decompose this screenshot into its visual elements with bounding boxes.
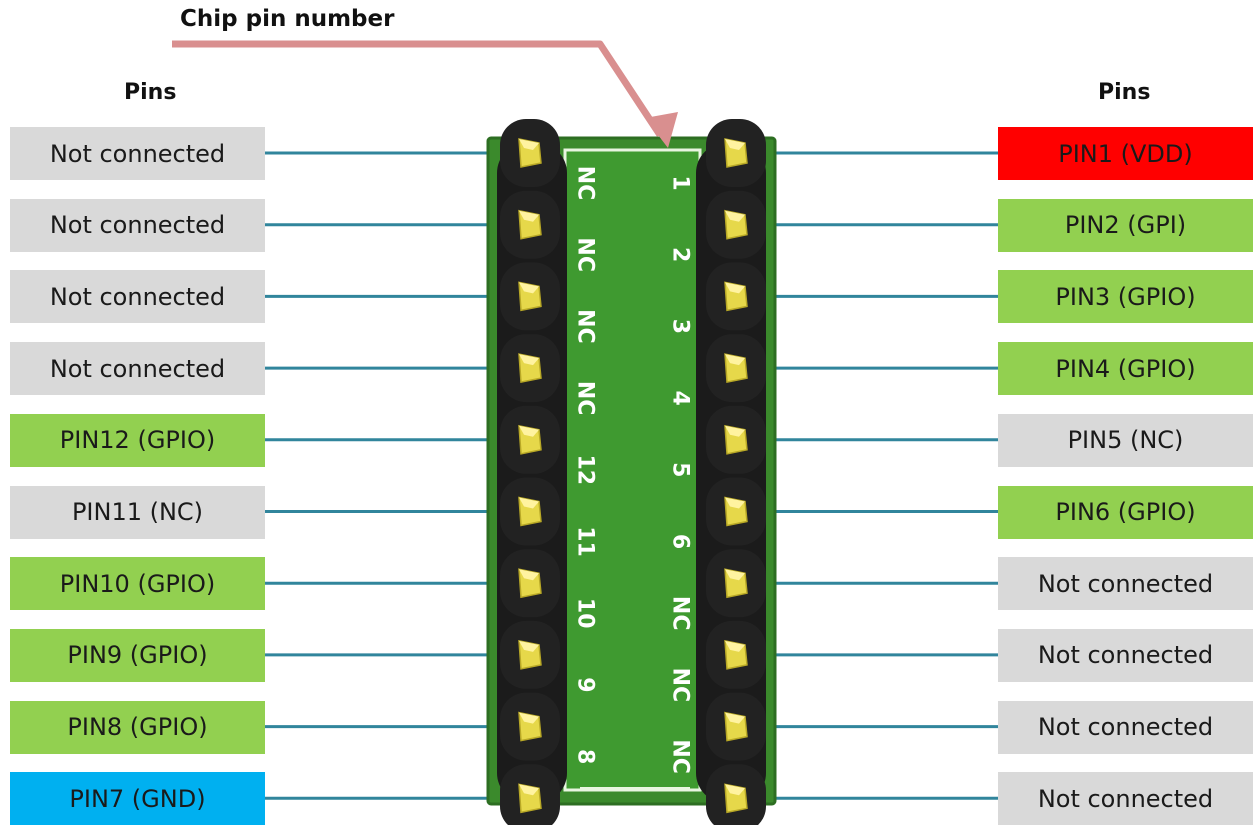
left-header-pin — [500, 692, 560, 761]
left-pin-label: PIN8 (GPIO) — [10, 700, 265, 754]
left-pin-label: Not connected — [10, 127, 265, 180]
left-pin-label: PIN11 (NC) — [10, 485, 265, 539]
right-pin-label: PIN4 (GPIO) — [998, 342, 1253, 396]
right-header-pin — [706, 549, 766, 618]
right-silkscreen-label: NC — [668, 596, 693, 631]
right-pin-label: Not connected — [998, 700, 1253, 754]
right-header-pin — [706, 477, 766, 546]
arrow-head — [645, 112, 678, 148]
right-silkscreen-label: NC — [668, 739, 693, 774]
right-pin-label: Not connected — [998, 557, 1253, 611]
silkscreen-outline — [563, 148, 702, 792]
left-silkscreen-label: 10 — [573, 598, 598, 629]
arrow-shaft — [172, 40, 663, 137]
left-header-pin — [500, 477, 560, 546]
left-silkscreen-label: NC — [573, 309, 598, 344]
left-silkscreen-label: NC — [573, 166, 598, 201]
left-silkscreen-label: 12 — [573, 454, 598, 485]
right-pin-label: PIN3 (GPIO) — [998, 270, 1253, 324]
right-pin-label: PIN5 (NC) — [998, 413, 1253, 467]
left-pin-label: Not connected — [10, 198, 265, 252]
right-pin-label: PIN2 (GPI) — [998, 198, 1253, 252]
left-pins-title: Pins — [124, 80, 177, 105]
right-silkscreen-label: 5 — [668, 462, 693, 477]
left-header-pin — [500, 262, 560, 331]
left-silkscreen-label: 11 — [573, 526, 598, 557]
left-pin-label: PIN10 (GPIO) — [10, 557, 265, 611]
right-silkscreen-label: NC — [668, 668, 693, 703]
right-pin-label: Not connected — [998, 772, 1253, 825]
right-pins-title: Pins — [1098, 80, 1151, 105]
left-header-pin — [500, 119, 560, 187]
right-pin-label: PIN6 (GPIO) — [998, 485, 1253, 539]
right-silkscreen-labels: 1 2 3 4 5 6NC NC NC NC — [668, 175, 693, 825]
left-pin-label: PIN12 (GPIO) — [10, 413, 265, 467]
left-pin-label: Not connected — [10, 270, 265, 324]
left-header-pin — [500, 764, 560, 825]
wires-group — [265, 151, 998, 800]
left-pin-label: PIN9 (GPIO) — [10, 628, 265, 682]
right-pin-label: PIN1 (VDD) — [998, 127, 1253, 180]
left-silkscreen-label: 9 — [573, 677, 598, 692]
right-silkscreen-label: 3 — [668, 319, 693, 334]
left-silkscreen-label: NC — [573, 381, 598, 416]
chip-pin-number-label: Chip pin number — [180, 6, 395, 32]
left-silkscreen-label: 7 — [573, 821, 598, 825]
left-header-pin — [500, 334, 560, 403]
right-silkscreen-label: 1 — [668, 175, 693, 190]
right-header-pin — [706, 190, 766, 259]
left-silkscreen-label: 8 — [573, 749, 598, 764]
right-header-pin — [706, 692, 766, 761]
right-silkscreen-label: NC — [668, 811, 693, 825]
right-silkscreen-label: 4 — [668, 390, 693, 405]
left-header-pin — [500, 620, 560, 689]
pcb-board: NCNCNCNC121110987 123456NCNCNCNC — [486, 119, 777, 825]
right-header-pin — [706, 119, 766, 187]
left-header-pin — [500, 549, 560, 618]
left-pin-label: PIN7 (GND) — [10, 772, 265, 825]
right-silkscreen-label: 2 — [668, 247, 693, 262]
right-header-pins — [706, 119, 766, 825]
right-silkscreen-label: 6 — [668, 534, 693, 549]
left-header-pins — [500, 119, 560, 825]
right-header-pin — [706, 334, 766, 403]
right-pin-label: Not connected — [998, 628, 1253, 682]
left-header-pin — [500, 405, 560, 474]
left-silkscreen-label: NC — [573, 237, 598, 272]
chip-pin-arrow — [172, 40, 678, 148]
right-header-pin — [706, 405, 766, 474]
left-header-pin — [500, 190, 560, 259]
right-header-pin — [706, 620, 766, 689]
left-silkscreen-labels: NC NC NC NC 12 11 10 9 8 7 — [573, 166, 598, 825]
right-header-pin — [706, 764, 766, 825]
left-pin-label: Not connected — [10, 342, 265, 396]
right-header-pin — [706, 262, 766, 331]
